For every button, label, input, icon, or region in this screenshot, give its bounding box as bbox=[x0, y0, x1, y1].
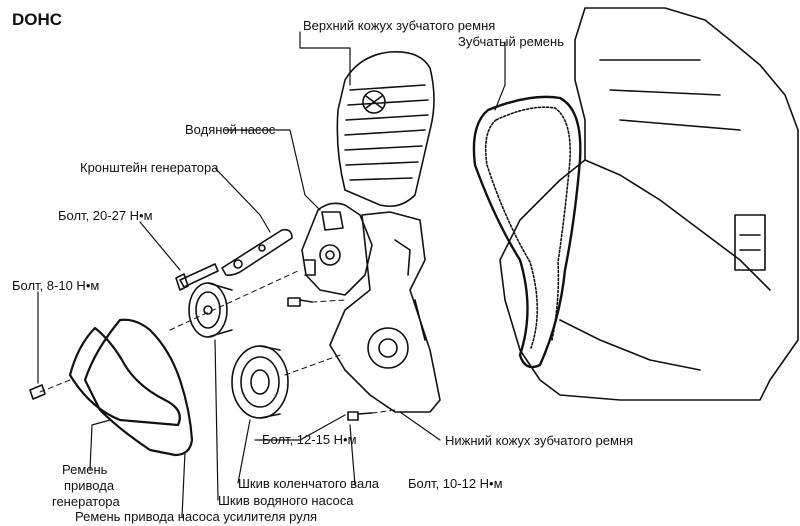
lower-cover-part bbox=[329, 211, 441, 413]
label-timing-belt: Зубчатый ремень bbox=[458, 34, 564, 49]
label-alternator-belt-line3: генератора bbox=[52, 494, 120, 509]
label-bolt-10-12: Болт, 10-12 Н•м bbox=[408, 476, 503, 491]
label-bolt-12-15: Болт, 12-15 Н•м bbox=[262, 432, 357, 447]
water-pump-part bbox=[301, 202, 373, 296]
label-water-pump: Водяной насос bbox=[185, 122, 276, 137]
label-bolt-20-27: Болт, 20-27 Н•м bbox=[58, 208, 153, 223]
diagram-title: DOHC bbox=[12, 10, 63, 29]
label-upper-cover: Верхний кожух зубчатого ремня bbox=[303, 18, 496, 33]
label-crankshaft-pulley: Шкив коленчатого вала bbox=[238, 476, 380, 491]
label-lower-cover: Нижний кожух зубчатого ремня bbox=[445, 433, 634, 448]
alternator-bracket-part bbox=[221, 228, 293, 276]
bolt-20-27-part bbox=[175, 263, 219, 291]
engine-block bbox=[499, 7, 799, 401]
leader-lines bbox=[37, 31, 506, 518]
crankshaft-pulley-part bbox=[231, 345, 289, 419]
label-alternator-belt-line2: привода bbox=[64, 478, 115, 493]
center-lines bbox=[39, 269, 396, 414]
timing-belt bbox=[472, 95, 582, 369]
label-alternator-belt-line1: Ремень bbox=[62, 462, 108, 477]
drive-belts bbox=[68, 318, 194, 457]
upper-cover-part bbox=[336, 51, 435, 208]
label-power-steering-belt: Ремень привода насоса усилителя руля bbox=[75, 509, 318, 524]
water-pump-pulley-part bbox=[188, 282, 233, 338]
label-alternator-bracket: Кронштейн генератора bbox=[80, 160, 219, 175]
label-bolt-8-10: Болт, 8-10 Н•м bbox=[12, 278, 100, 293]
label-water-pump-pulley: Шкив водяного насоса bbox=[218, 493, 354, 508]
small-bolts bbox=[29, 297, 373, 421]
